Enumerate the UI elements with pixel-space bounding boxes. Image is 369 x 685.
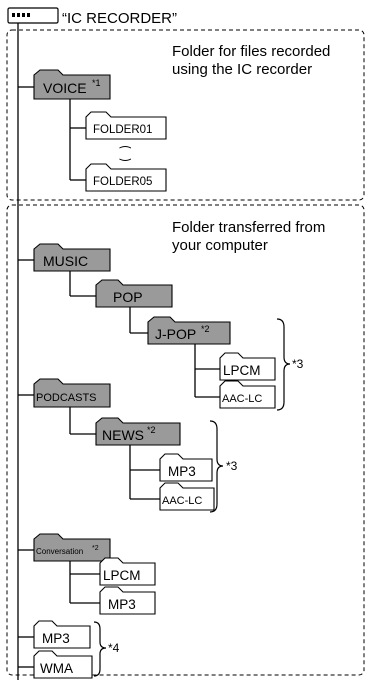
folder-jpop: J-POP *2 xyxy=(147,316,231,345)
folder-root-wma-label: WMA xyxy=(40,661,73,676)
folder-jpop-aac: AAC-LC xyxy=(219,380,276,409)
folder-conversation-lpcm-label: LPCM xyxy=(103,568,141,583)
folder-news-mp3: MP3 xyxy=(159,453,213,482)
folder-news-note: *2 xyxy=(147,425,156,435)
folder-root-wma: WMA xyxy=(33,650,93,679)
folder-folder01: FOLDER01 xyxy=(85,111,167,140)
recorded-caption-line1: Folder for files recorded xyxy=(172,43,330,60)
folder-folder05: FOLDER05 xyxy=(85,163,167,192)
folder-folder01-label: FOLDER01 xyxy=(93,124,152,136)
folder-conversation-lpcm: LPCM xyxy=(99,557,156,586)
folder-root-mp3: MP3 xyxy=(33,620,91,649)
folder-conversation-mp3: MP3 xyxy=(99,586,156,615)
folder-music-label: MUSIC xyxy=(43,253,88,269)
tree-connectors xyxy=(17,23,220,680)
folder-pop: POP xyxy=(95,279,173,308)
folder-jpop-note: *2 xyxy=(201,324,210,334)
note-news-group: *3 xyxy=(226,459,238,473)
transferred-section-box xyxy=(6,204,365,676)
recorded-caption-line2: using the IC recorder xyxy=(172,61,312,78)
folder-music: MUSIC xyxy=(33,243,111,272)
recorded-section-box xyxy=(6,29,365,201)
root-label: “IC RECORDER” xyxy=(62,10,177,27)
folder-news-aac-label: AAC-LC xyxy=(162,495,202,507)
folder-jpop-lpcm-label: LPCM xyxy=(223,363,261,378)
folder-news-label: NEWS xyxy=(102,427,144,443)
brace-jpop-group xyxy=(276,318,291,411)
folder-jpop-lpcm: LPCM xyxy=(219,352,276,381)
transferred-caption-line1: Folder transferred from xyxy=(172,219,325,236)
note-root-files-group: *4 xyxy=(108,641,120,655)
brace-news-group xyxy=(209,420,224,513)
note-jpop-group: *3 xyxy=(292,357,304,371)
folder-ellipsis: ⁐ xyxy=(119,146,132,161)
folder-folder05-label: FOLDER05 xyxy=(93,176,152,188)
folder-conversation-note: *2 xyxy=(92,545,99,552)
folder-conversation-mp3-label: MP3 xyxy=(108,597,136,612)
folder-conversation-label: Conversation xyxy=(36,547,83,556)
folder-voice-note: *1 xyxy=(92,78,101,88)
folder-conversation: Conversation *2 xyxy=(33,533,111,562)
folder-news-mp3-label: MP3 xyxy=(168,464,196,479)
folder-podcasts: PODCASTS xyxy=(33,378,111,408)
folder-voice: VOICE *1 xyxy=(33,69,111,100)
usb-drive-icon xyxy=(7,7,59,24)
folder-news: NEWS *2 xyxy=(95,417,181,446)
folder-voice-label: VOICE xyxy=(43,80,87,96)
folder-news-aac: AAC-LC xyxy=(159,482,215,511)
folder-root-mp3-label: MP3 xyxy=(42,631,70,646)
transferred-caption-line2: your computer xyxy=(172,237,268,254)
folder-podcasts-label: PODCASTS xyxy=(36,392,97,404)
folder-jpop-aac-label: AAC-LC xyxy=(222,393,262,405)
folder-pop-label: POP xyxy=(113,289,143,305)
folder-jpop-label: J-POP xyxy=(155,326,196,342)
brace-root-files-group xyxy=(93,621,107,677)
